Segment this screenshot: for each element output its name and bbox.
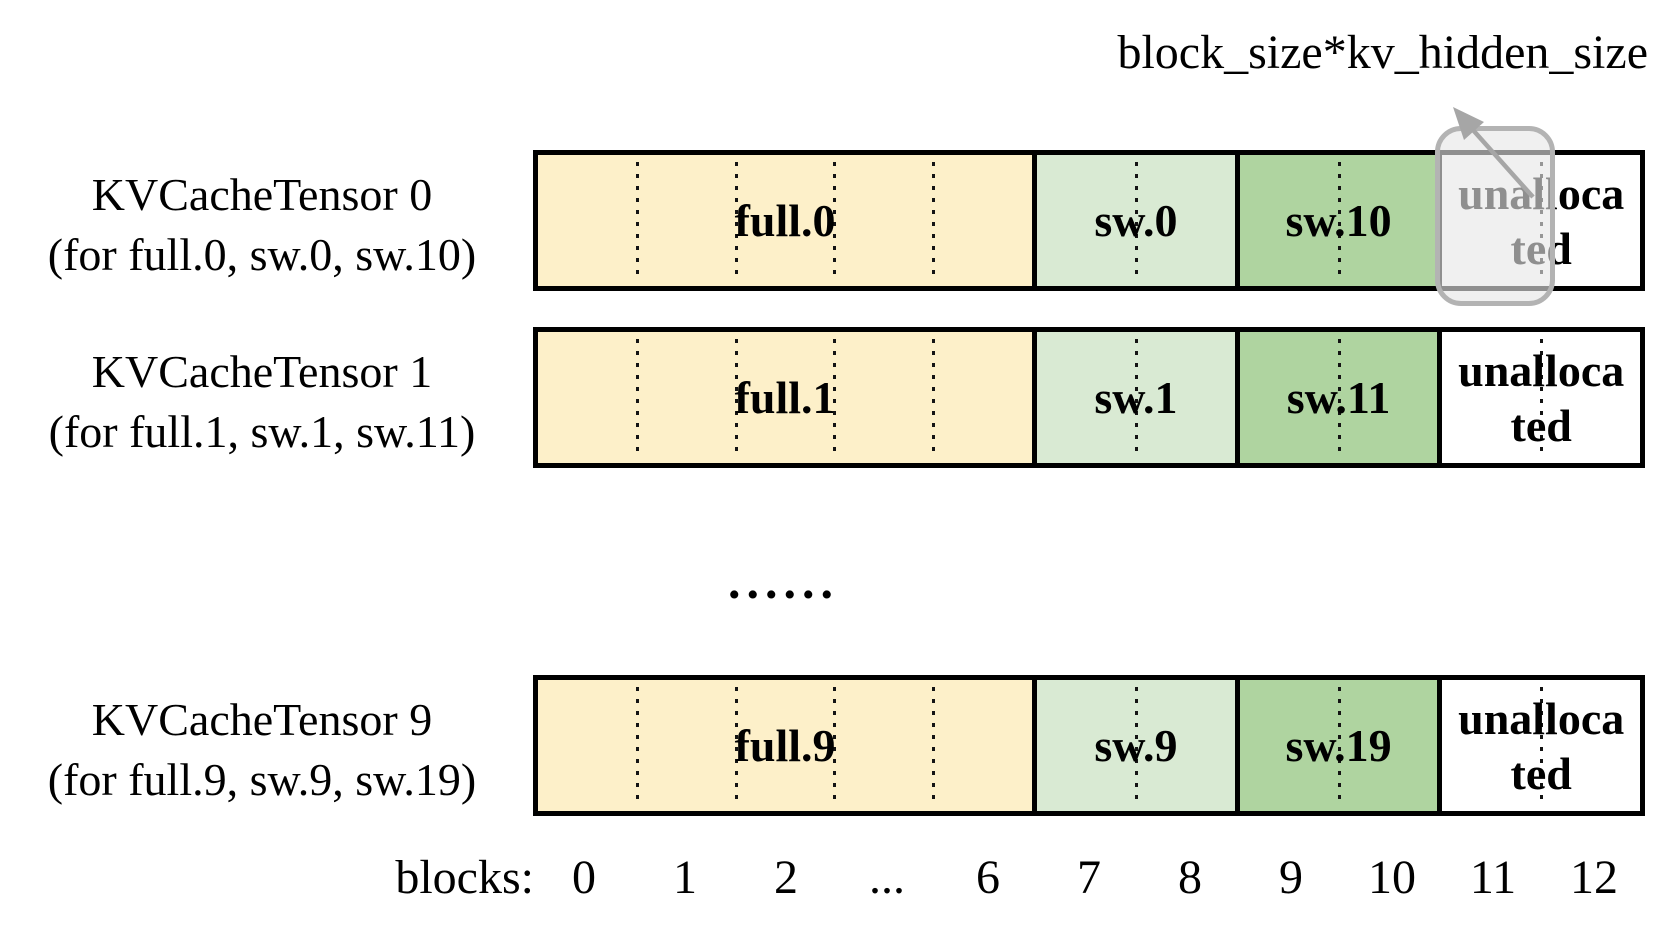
axis-tick: 8 [1178, 851, 1202, 904]
segment-sw-b: sw.11 [1239, 332, 1443, 463]
block-cell [1037, 155, 1136, 286]
row-title: KVCacheTensor 0 [91, 168, 433, 220]
block-cell [1240, 155, 1339, 286]
block-cell [734, 680, 835, 811]
axis-tick: 9 [1279, 851, 1303, 904]
kv-cache-bar: full.9 sw.9 sw.19 unallocated [533, 675, 1645, 816]
block-cell [1442, 680, 1541, 811]
block-cell [932, 680, 1032, 811]
axis-tick: 1 [673, 851, 697, 904]
segment-full: full.0 [538, 155, 1038, 286]
axis-tick: 0 [572, 851, 596, 904]
axis-prefix: blocks: [395, 851, 534, 904]
block-cell [1337, 332, 1438, 463]
segment-sw-a: sw.1 [1037, 332, 1240, 463]
block-cell [635, 680, 736, 811]
axis-tick: 6 [976, 851, 1000, 904]
segment-full: full.9 [538, 680, 1038, 811]
segment-unallocated: unallocated [1442, 332, 1641, 463]
segment-unallocated: unallocated [1442, 680, 1641, 811]
row-title: KVCacheTensor 1 [91, 345, 433, 397]
row-label: KVCacheTensor 0 (for full.0, sw.0, sw.10… [0, 150, 524, 291]
block-cell [1240, 332, 1339, 463]
block-cell [1337, 155, 1438, 286]
blocks-axis: blocks: 0 1 2 ... 6 7 8 9 10 11 12 [0, 846, 1676, 910]
block-cell [1540, 332, 1640, 463]
row-label: KVCacheTensor 9 (for full.9, sw.9, sw.19… [0, 675, 524, 816]
axis-tick: 10 [1368, 851, 1416, 904]
segment-full: full.1 [538, 332, 1038, 463]
row-subtitle: (for full.1, sw.1, sw.11) [48, 405, 476, 457]
axis-tick: 7 [1077, 851, 1101, 904]
block-cell [932, 155, 1032, 286]
block-highlight [1435, 126, 1555, 306]
block-cell [833, 332, 933, 463]
block-size-annotation: block_size*kv_hidden_size [1117, 26, 1648, 79]
row-subtitle: (for full.9, sw.9, sw.19) [47, 753, 477, 805]
block-cell [1037, 332, 1136, 463]
block-cell [833, 155, 933, 286]
block-cell [1134, 332, 1235, 463]
row-subtitle: (for full.0, sw.0, sw.10) [47, 228, 477, 280]
kv-cache-bar: full.1 sw.1 sw.11 unallocated [533, 327, 1645, 468]
block-cell [932, 332, 1032, 463]
segment-sw-a: sw.9 [1037, 680, 1240, 811]
segment-sw-b: sw.19 [1239, 680, 1443, 811]
segment-sw-b: sw.10 [1239, 155, 1443, 286]
axis-tick: ... [869, 851, 905, 904]
block-cell [734, 155, 835, 286]
block-cell [538, 155, 637, 286]
block-cell [1037, 680, 1136, 811]
block-cell [538, 332, 637, 463]
block-cell [1240, 680, 1339, 811]
block-cell [538, 680, 637, 811]
block-cell [1337, 680, 1438, 811]
rows-ellipsis: ...... [728, 553, 839, 609]
block-cell [635, 332, 736, 463]
row-title: KVCacheTensor 9 [91, 693, 433, 745]
segment-sw-a: sw.0 [1037, 155, 1240, 286]
axis-tick: 12 [1570, 851, 1618, 904]
block-cell [1134, 155, 1235, 286]
block-cell [833, 680, 933, 811]
block-cell [734, 332, 835, 463]
block-cell [1540, 155, 1640, 286]
block-cell [635, 155, 736, 286]
axis-tick: 11 [1469, 851, 1517, 904]
block-cell [1134, 680, 1235, 811]
block-cell [1442, 332, 1541, 463]
block-cell [1540, 680, 1640, 811]
row-label: KVCacheTensor 1 (for full.1, sw.1, sw.11… [0, 327, 524, 468]
axis-tick: 2 [774, 851, 798, 904]
